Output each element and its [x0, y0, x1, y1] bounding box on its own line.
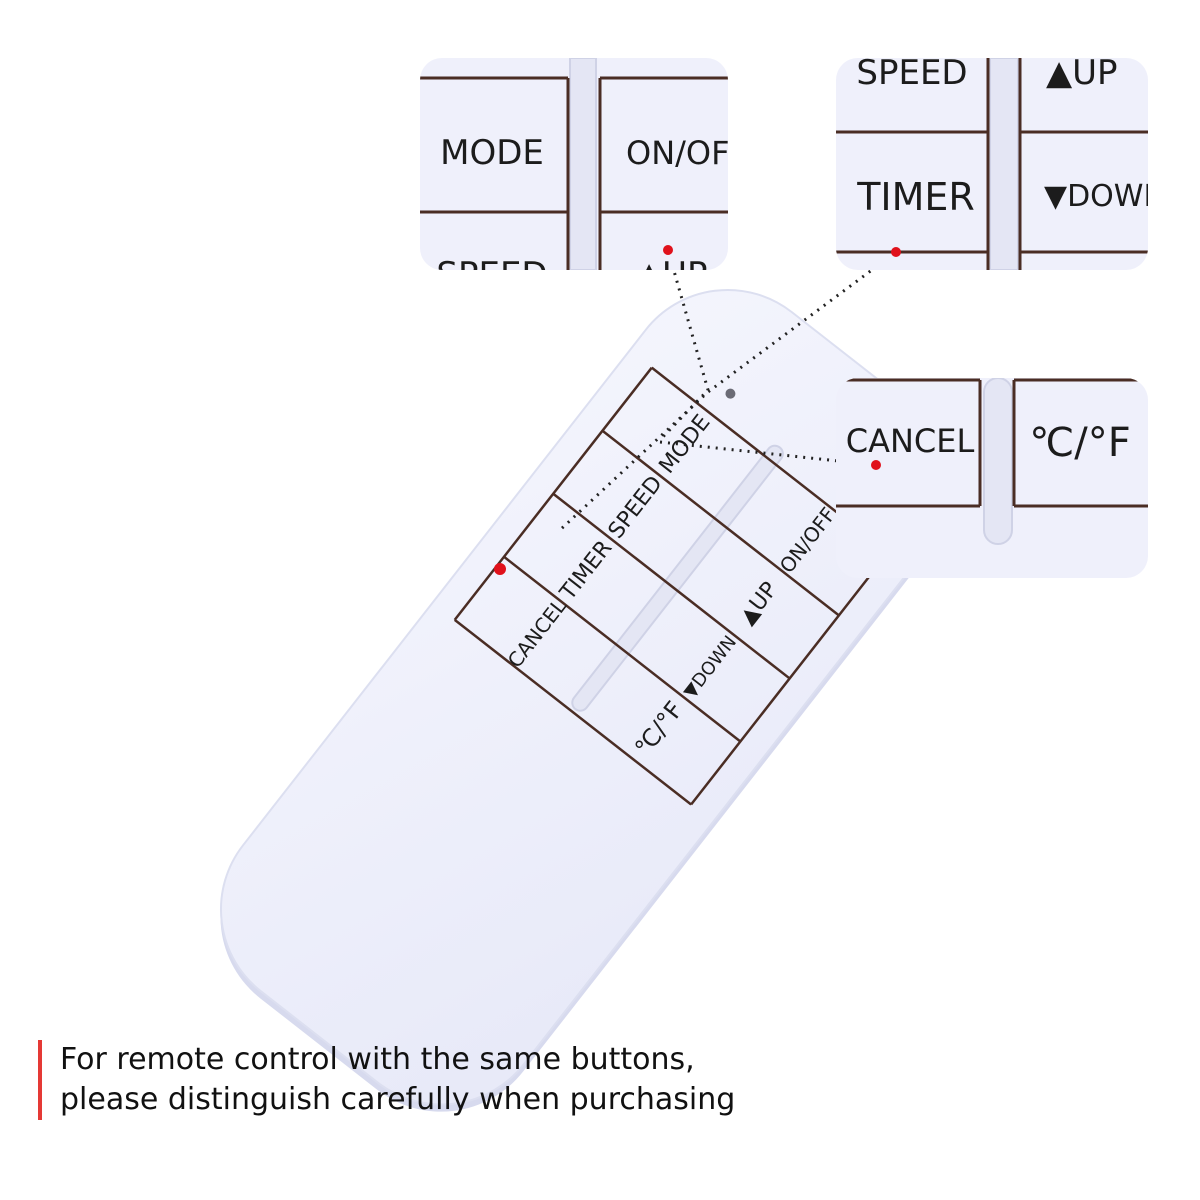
button-grid [453, 366, 890, 806]
zoom-tl-up-label: ▲UP [636, 255, 708, 295]
caption: For remote control with the same buttons… [38, 1040, 735, 1120]
caption-line-2: please distinguish carefully when purcha… [60, 1082, 736, 1117]
zoom-panel-top-right: SPEED ▲UP TIMER ▼DOWN [836, 53, 1166, 270]
ir-led-dot [725, 388, 736, 399]
zoom-tl-indicator-dot [663, 245, 673, 255]
zoom-mr-cancel-label: CANCEL [846, 422, 975, 460]
remote-indicator-dot [494, 563, 506, 575]
leader-lines [558, 249, 897, 532]
zoom-tr-speed-label: SPEED [856, 53, 967, 93]
zoom-tr-down-label: ▼DOWN [1044, 179, 1166, 214]
zoom-mr-indicator-dot [871, 460, 881, 470]
remote-control: MODE SPEED TIMER CANCEL ON/OFF ▲UP ▼DOWN… [219, 288, 950, 1112]
zoom-tr-timer-label: TIMER [856, 175, 975, 219]
zoom-panel-mid-right: CANCEL ℃/°F [836, 378, 1148, 578]
zoom-panel-top-left: MODE ON/OFF SPEED ▲UP [420, 58, 748, 295]
zoom-tr-indicator-dot [891, 247, 901, 257]
zoom-mr-temp-unit-label: ℃/°F [1029, 420, 1130, 466]
zoom-tl-mode-label: MODE [440, 133, 544, 173]
zoom-tl-speed-label: SPEED [436, 255, 547, 295]
zoom-tl-on-off-label: ON/OFF [626, 134, 748, 172]
caption-line-1: For remote control with the same buttons… [60, 1042, 695, 1077]
zoom-tr-up-label: ▲UP [1046, 53, 1118, 93]
center-slot [571, 444, 784, 712]
